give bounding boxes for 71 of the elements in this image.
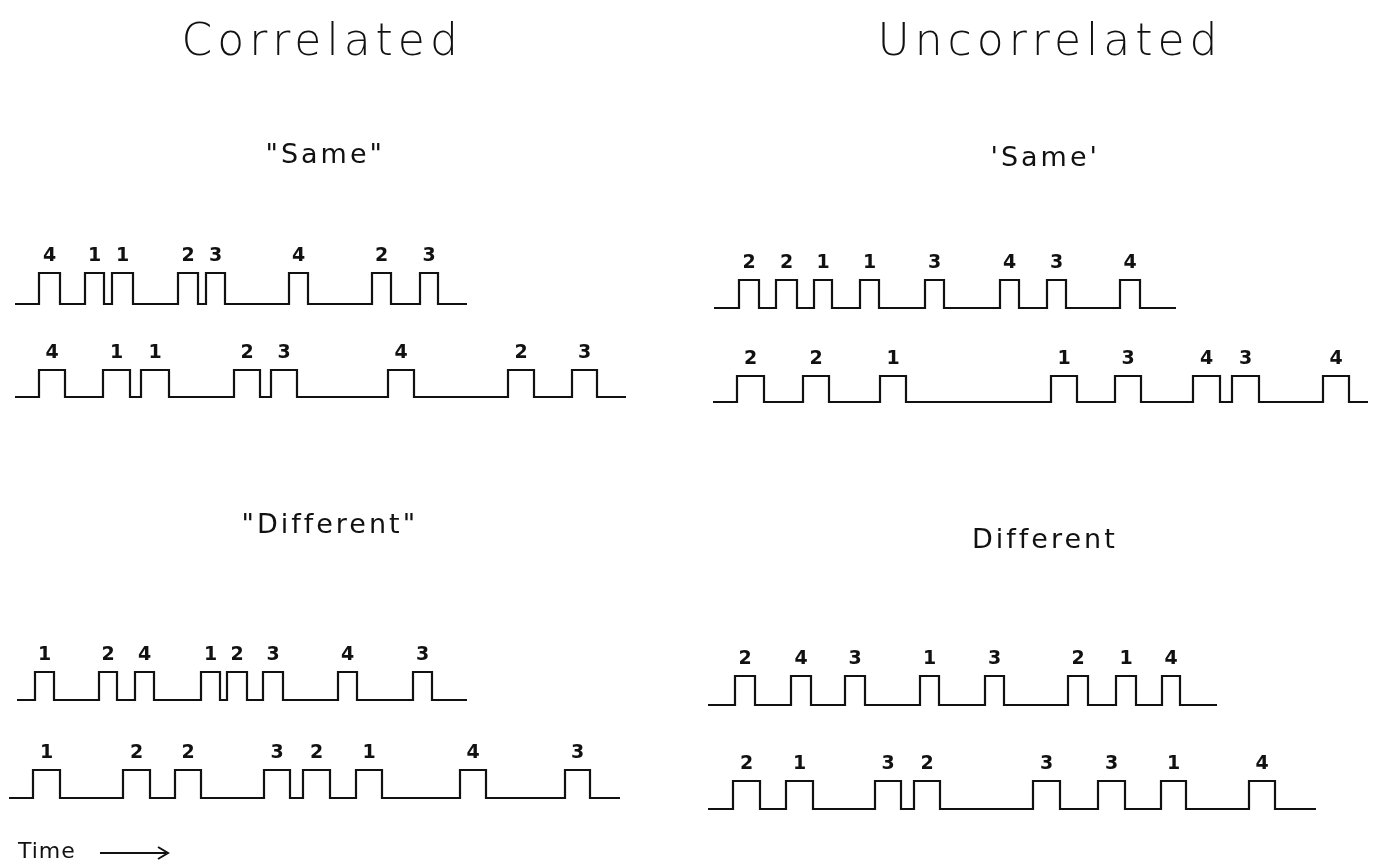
pulse-number: 3 bbox=[422, 245, 436, 264]
pulse-number: 3 bbox=[881, 753, 895, 772]
pulse-number: 3 bbox=[415, 644, 430, 663]
pulse-number: 3 bbox=[1104, 753, 1119, 772]
pulse-number: 4 bbox=[1199, 348, 1214, 367]
pulse-number: 2 bbox=[742, 252, 756, 271]
pulse-number: 3 bbox=[1039, 753, 1054, 772]
pulse-number: 1 bbox=[362, 742, 376, 761]
pulse-number: 4 bbox=[1123, 252, 1137, 271]
pulse-number: 3 bbox=[848, 648, 862, 667]
pulse-number: 2 bbox=[809, 348, 823, 367]
pulse-number: 1 bbox=[816, 252, 830, 271]
pulse-number: 2 bbox=[181, 742, 195, 761]
pulse-number: 1 bbox=[37, 644, 52, 663]
pulse-number: 3 bbox=[270, 742, 284, 761]
pulse-number: 2 bbox=[101, 644, 115, 663]
pulse-number: 3 bbox=[208, 245, 223, 264]
condition-label: Different bbox=[972, 525, 1118, 552]
pulse-number: 3 bbox=[577, 342, 592, 361]
pulse-number: 1 bbox=[1057, 348, 1071, 367]
pulse-number: 2 bbox=[779, 252, 794, 271]
pulse-number: 2 bbox=[230, 644, 244, 663]
pulse-number: 3 bbox=[987, 648, 1002, 667]
pulse-number: 3 bbox=[277, 342, 291, 361]
pulse-number: 1 bbox=[1119, 648, 1133, 667]
pulse-number: 2 bbox=[309, 742, 324, 761]
pulse-number: 4 bbox=[394, 342, 408, 361]
pulse-number: 3 bbox=[266, 644, 280, 663]
column-title: Uncorrelated bbox=[877, 18, 1223, 62]
pulse-number: 2 bbox=[374, 245, 389, 264]
axis-label: Time bbox=[18, 840, 76, 862]
pulse-number: 2 bbox=[1071, 648, 1085, 667]
pulse-number: 3 bbox=[1121, 348, 1135, 367]
pulse-number: 2 bbox=[129, 742, 144, 761]
pulse-number: 1 bbox=[109, 342, 124, 361]
pulse-number: 4 bbox=[1002, 252, 1017, 271]
pulse-number: 4 bbox=[794, 648, 808, 667]
pulse-number: 1 bbox=[39, 742, 54, 761]
pulse-number: 1 bbox=[862, 252, 877, 271]
pulse-number: 3 bbox=[927, 252, 942, 271]
pulse-number: 2 bbox=[743, 348, 758, 367]
pulse-number: 4 bbox=[1329, 348, 1343, 367]
pulse-number: 1 bbox=[886, 348, 900, 367]
pulse-number: 4 bbox=[466, 742, 480, 761]
pulse-number: 4 bbox=[42, 245, 57, 264]
pulse-number: 4 bbox=[1255, 753, 1269, 772]
pulse-number: 4 bbox=[137, 644, 152, 663]
pulse-number: 1 bbox=[203, 644, 218, 663]
pulse-number: 1 bbox=[1166, 753, 1181, 772]
column-title: Correlated bbox=[181, 18, 463, 62]
condition-label: "Same" bbox=[265, 140, 385, 167]
condition-label: "Different" bbox=[241, 510, 419, 537]
pulse-number: 3 bbox=[1049, 252, 1064, 271]
pulse-number: 1 bbox=[792, 753, 807, 772]
condition-label: 'Same' bbox=[990, 143, 1100, 170]
pulse-number: 4 bbox=[291, 245, 306, 264]
pulse-number: 2 bbox=[240, 342, 254, 361]
pulse-number: 4 bbox=[45, 342, 59, 361]
pulse-number: 2 bbox=[920, 753, 934, 772]
pulse-number: 1 bbox=[115, 245, 130, 264]
pulse-number: 3 bbox=[570, 742, 585, 761]
pulse-number: 1 bbox=[922, 648, 937, 667]
pulse-number: 1 bbox=[87, 245, 102, 264]
pulse-number: 2 bbox=[738, 648, 752, 667]
pulse-number: 2 bbox=[181, 245, 195, 264]
pulse-number: 1 bbox=[148, 342, 162, 361]
pulse-number: 3 bbox=[1238, 348, 1253, 367]
pulse-number: 2 bbox=[739, 753, 754, 772]
pulse-number: 4 bbox=[1164, 648, 1178, 667]
pulse-number: 4 bbox=[340, 644, 355, 663]
pulse-number: 2 bbox=[514, 342, 528, 361]
